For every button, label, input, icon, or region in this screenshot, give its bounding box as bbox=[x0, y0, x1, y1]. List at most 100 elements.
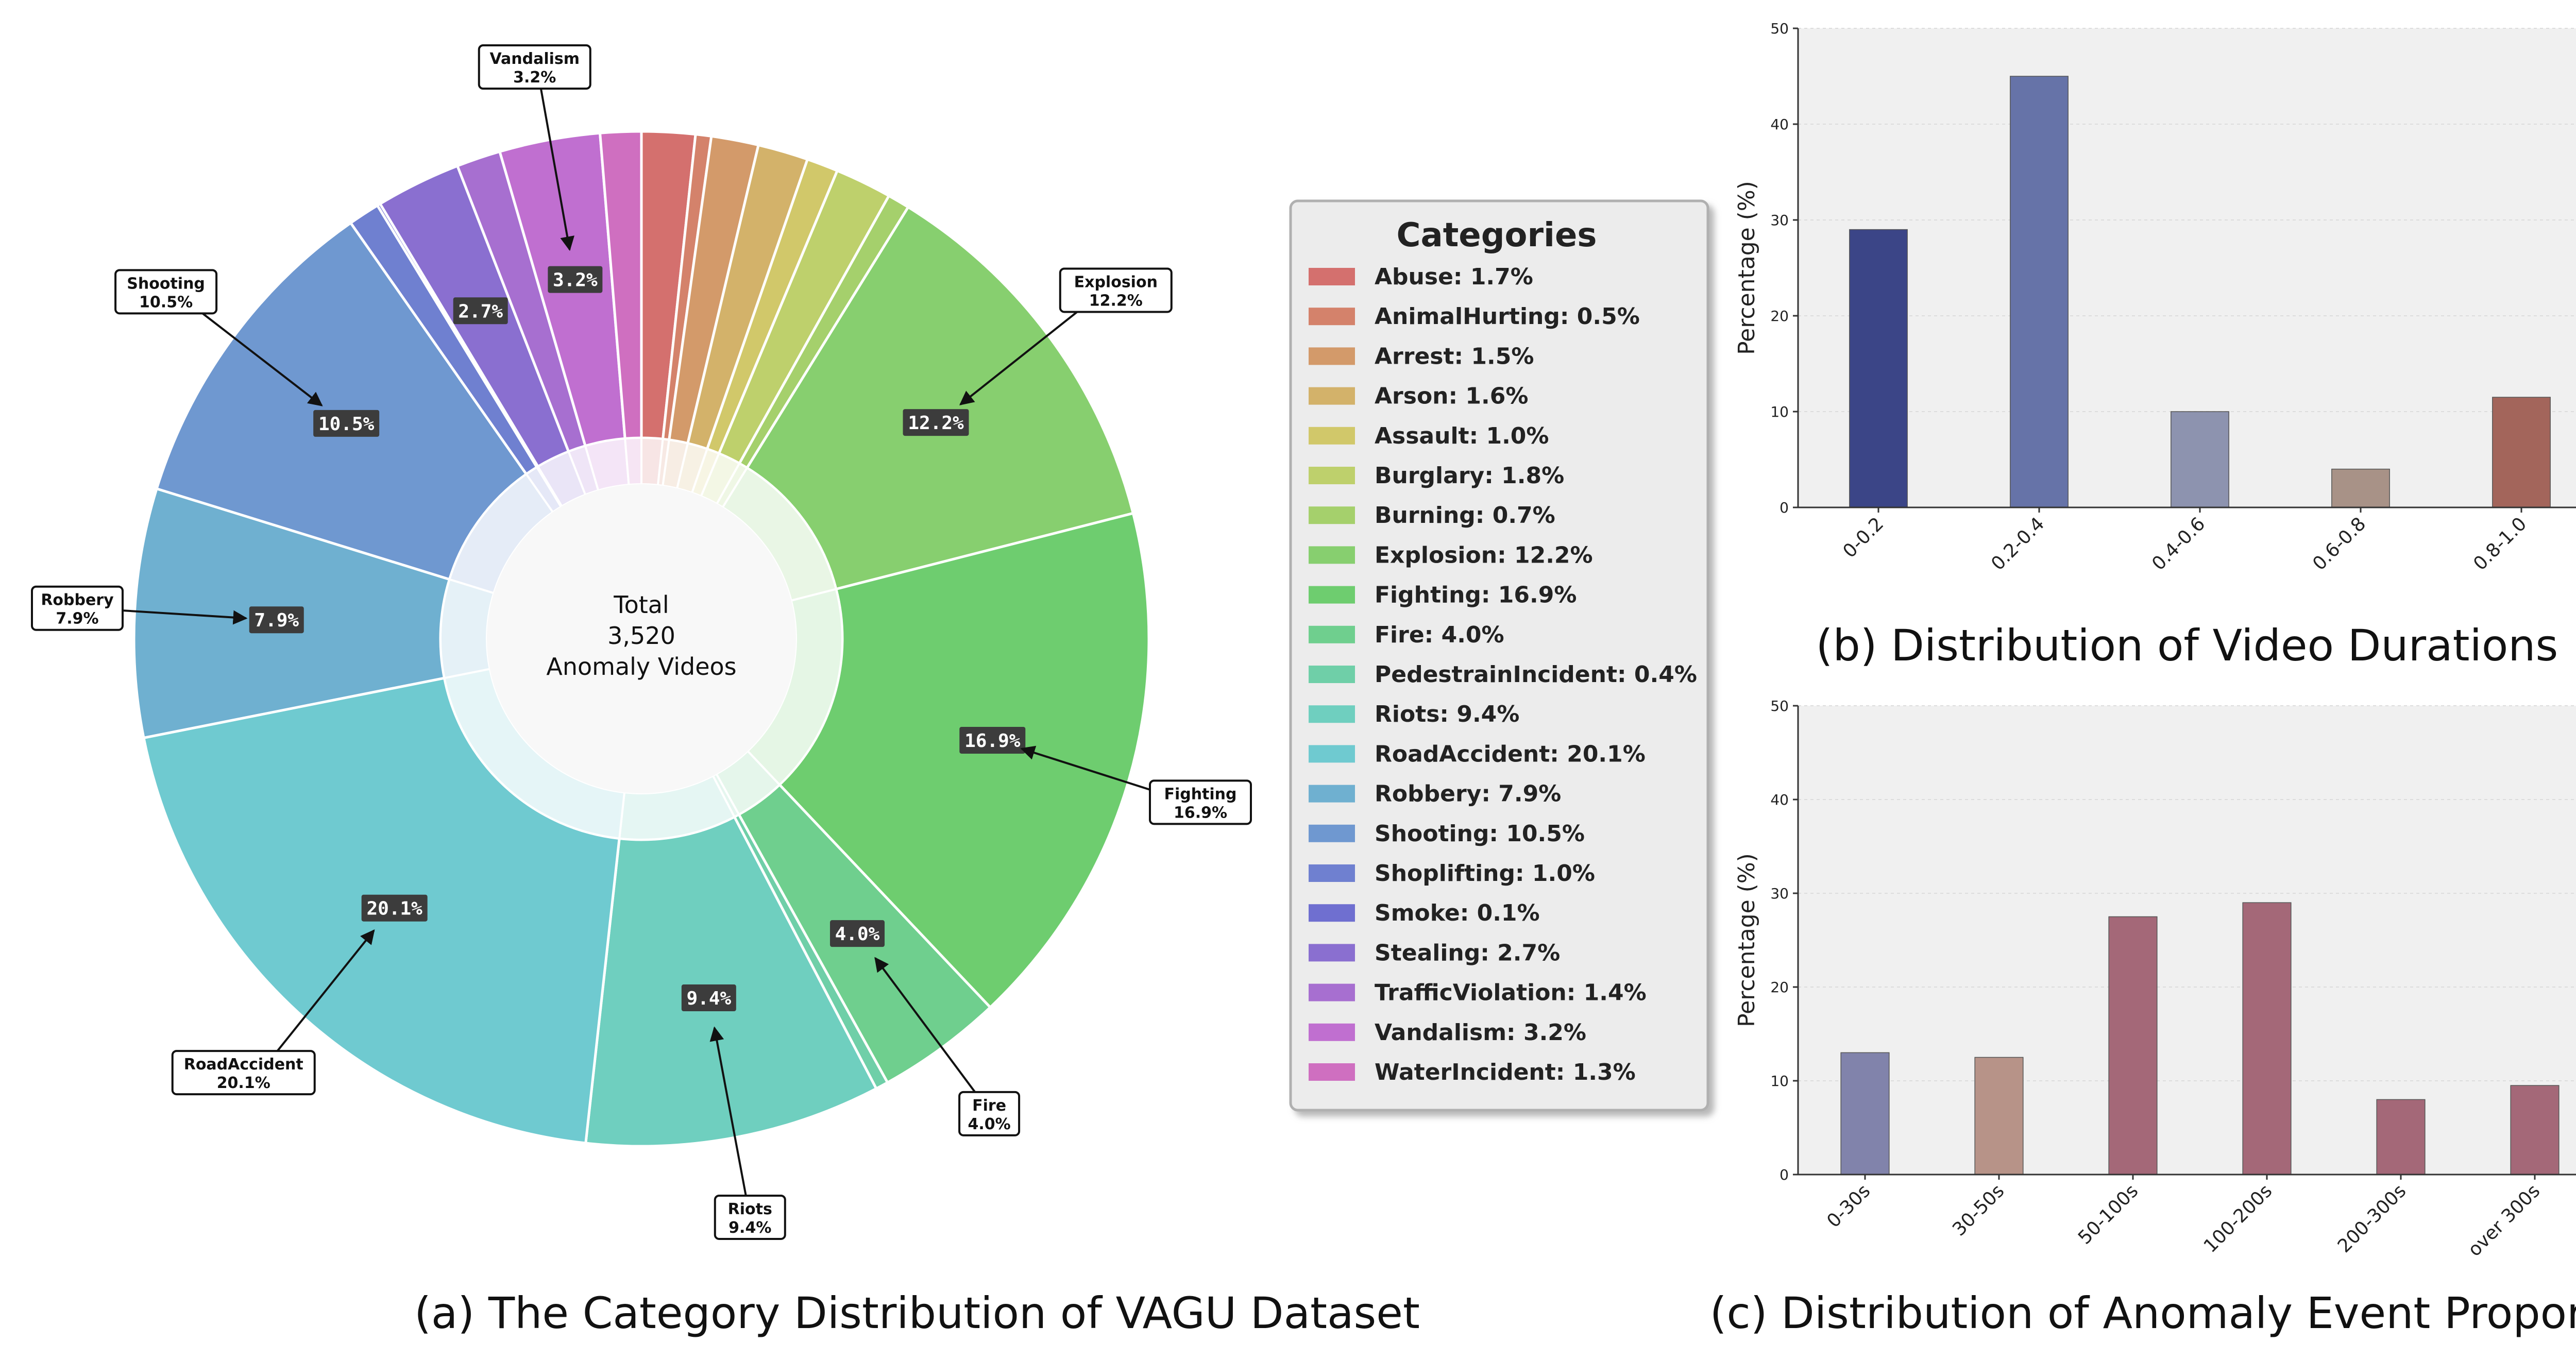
callout-box-fighting bbox=[1149, 779, 1252, 825]
badge-bg-shooting bbox=[313, 410, 380, 437]
callout-pct-shooting: 10.5% bbox=[139, 293, 193, 311]
badge-bg-fighting bbox=[959, 726, 1026, 754]
xtick-label-c-100-200s: 100-200s bbox=[2200, 1180, 2277, 1257]
center-label-line3: Anomaly Videos bbox=[546, 653, 736, 681]
legend-label-traffic-violation: TrafficViolation: 1.4% bbox=[1375, 980, 1647, 1006]
plot-area-c bbox=[1798, 706, 2576, 1175]
ytick-label-c-50: 50 bbox=[1770, 698, 1789, 715]
callout-arrow-riots bbox=[709, 1026, 748, 1199]
xtick-label-c-0-30s: 0-30s bbox=[1823, 1180, 1874, 1232]
legend-swatch-smoke bbox=[1309, 904, 1355, 922]
xtick-label-c-30-50s: 30-50s bbox=[1948, 1180, 2008, 1240]
legend-swatch-riots bbox=[1309, 705, 1355, 723]
grid-c bbox=[1798, 705, 2576, 1081]
legend-label-water-incident: WaterIncident: 1.3% bbox=[1375, 1059, 1636, 1085]
badge-bg-fire bbox=[830, 920, 885, 947]
xtick-label-b-0-2-0-4: 0.2-0.4 bbox=[1987, 513, 2048, 574]
legend-label-road-accident: RoadAccident: 20.1% bbox=[1375, 741, 1646, 767]
callout-box-vandalism bbox=[478, 44, 591, 90]
xtick-label-b-0-4-0-6: 0.4-0.6 bbox=[2148, 513, 2209, 574]
legend-label-burglary: Burglary: 1.8% bbox=[1375, 463, 1564, 489]
badge-robbery: 7.9% bbox=[254, 610, 299, 631]
legend-swatch-abuse bbox=[1309, 268, 1355, 285]
legend-box bbox=[1289, 199, 1709, 1112]
badge-explosion: 12.2% bbox=[908, 413, 964, 434]
bar-b-0-4-0-6 bbox=[2171, 411, 2229, 508]
callout-name-robbery: Robbery bbox=[41, 591, 114, 609]
callout-pct-explosion: 12.2% bbox=[1089, 292, 1143, 310]
xtick-label-c-200-300s: 200-300s bbox=[2334, 1180, 2411, 1257]
categories-legend: Categories Abuse: 1.7%AnimalHurting: 0.5… bbox=[1289, 199, 1709, 1112]
caption-c: (c) Distribution of Anomaly Event Propor… bbox=[1710, 1288, 2576, 1338]
xtick-label-b-0-8-1-0: 0.8-1.0 bbox=[2469, 513, 2531, 574]
callout-box-fire bbox=[958, 1091, 1021, 1136]
legend-label-riots: Riots: 9.4% bbox=[1375, 701, 1519, 727]
callout-box-robbery bbox=[31, 585, 124, 631]
inner-ring-water-incident bbox=[623, 436, 642, 486]
legend-swatch-animal-hurting bbox=[1309, 308, 1355, 326]
callout-box-riots bbox=[714, 1194, 786, 1240]
y-axis-label-b: Percentage (%) bbox=[1734, 181, 1760, 355]
callout-arrow-fighting bbox=[1020, 745, 1173, 798]
callout-arrow-explosion bbox=[959, 301, 1091, 405]
callout-arrow-vandalism bbox=[539, 86, 575, 251]
ytick-label-b-0: 0 bbox=[1780, 499, 1789, 516]
legend-swatch-road-accident bbox=[1309, 745, 1355, 763]
badge-road-accident: 20.1% bbox=[366, 898, 422, 920]
callout-name-fire: Fire bbox=[972, 1097, 1006, 1115]
legend-title: Categories bbox=[1397, 216, 1597, 254]
legend-label-shoplifting: Shoplifting: 1.0% bbox=[1375, 860, 1595, 887]
legend-label-explosion: Explosion: 12.2% bbox=[1375, 542, 1593, 568]
category-donut-chart: Total 3,520 Anomaly Videos 3.2%2.7%12.2%… bbox=[31, 44, 1420, 1338]
callout-box-shooting bbox=[114, 269, 218, 315]
bars-b bbox=[1849, 76, 2551, 508]
ytick-label-b-50: 50 bbox=[1770, 20, 1789, 37]
bar-c-over-300s bbox=[2510, 1085, 2560, 1175]
ytick-label-b-10: 10 bbox=[1770, 403, 1789, 420]
callout-box-explosion bbox=[1059, 267, 1173, 313]
callout-pct-fire: 4.0% bbox=[968, 1115, 1010, 1133]
bar-c-0-30s bbox=[1840, 1052, 1890, 1175]
ytick-label-b-20: 20 bbox=[1770, 308, 1789, 325]
legend-label-assault: Assault: 1.0% bbox=[1375, 423, 1549, 449]
inner-percentage-badges: 3.2%2.7%12.2%10.5%7.9%16.9%4.0%9.4%20.1% bbox=[249, 266, 1026, 1012]
legend-swatch-shoplifting bbox=[1309, 864, 1355, 882]
ytick-label-c-10: 10 bbox=[1770, 1073, 1789, 1090]
bar-c-200-300s bbox=[2376, 1099, 2426, 1175]
legend-swatch-burning bbox=[1309, 506, 1355, 524]
xtick-label-b-0-0-2: 0-0.2 bbox=[1839, 513, 1888, 562]
legend-label-pedestrain-incident: PedestrainIncident: 0.4% bbox=[1375, 661, 1697, 688]
y-ticks-c: 0 10 20 30 40 50 bbox=[1770, 698, 1798, 1183]
legend-swatch-fire bbox=[1309, 625, 1355, 643]
ytick-label-c-30: 30 bbox=[1770, 885, 1789, 902]
legend-label-animal-hurting: AnimalHurting: 0.5% bbox=[1375, 303, 1640, 330]
center-label-line2: 3,520 bbox=[607, 622, 675, 650]
ytick-label-c-40: 40 bbox=[1770, 791, 1789, 808]
legend-swatch-arson bbox=[1309, 387, 1355, 405]
ytick-label-c-0: 0 bbox=[1780, 1166, 1789, 1183]
legend-label-stealing: Stealing: 2.7% bbox=[1375, 940, 1560, 966]
inner-ring-robbery bbox=[439, 578, 495, 679]
legend-swatch-fighting bbox=[1309, 586, 1355, 604]
callout-pct-road-accident: 20.1% bbox=[217, 1074, 270, 1092]
badge-bg-robbery bbox=[249, 606, 304, 634]
legend-swatch-vandalism bbox=[1309, 1023, 1355, 1041]
callout-box-road-accident bbox=[171, 1050, 316, 1096]
bar-b-0-8-1-0 bbox=[2492, 397, 2551, 508]
legend-swatch-pedestrain-incident bbox=[1309, 666, 1355, 683]
donut-center-disc bbox=[487, 484, 796, 793]
callout-arrow-robbery bbox=[103, 608, 248, 625]
ytick-label-c-20: 20 bbox=[1770, 979, 1789, 996]
callout-pct-robbery: 7.9% bbox=[56, 610, 98, 628]
legend-label-fire: Fire: 4.0% bbox=[1375, 622, 1504, 648]
legend-swatch-arrest bbox=[1309, 347, 1355, 365]
bars-c bbox=[1840, 902, 2560, 1175]
legend-swatch-robbery bbox=[1309, 785, 1355, 803]
legend-swatch-explosion bbox=[1309, 546, 1355, 564]
callout-name-explosion: Explosion bbox=[1074, 273, 1158, 291]
callout-name-fighting: Fighting bbox=[1164, 785, 1236, 803]
